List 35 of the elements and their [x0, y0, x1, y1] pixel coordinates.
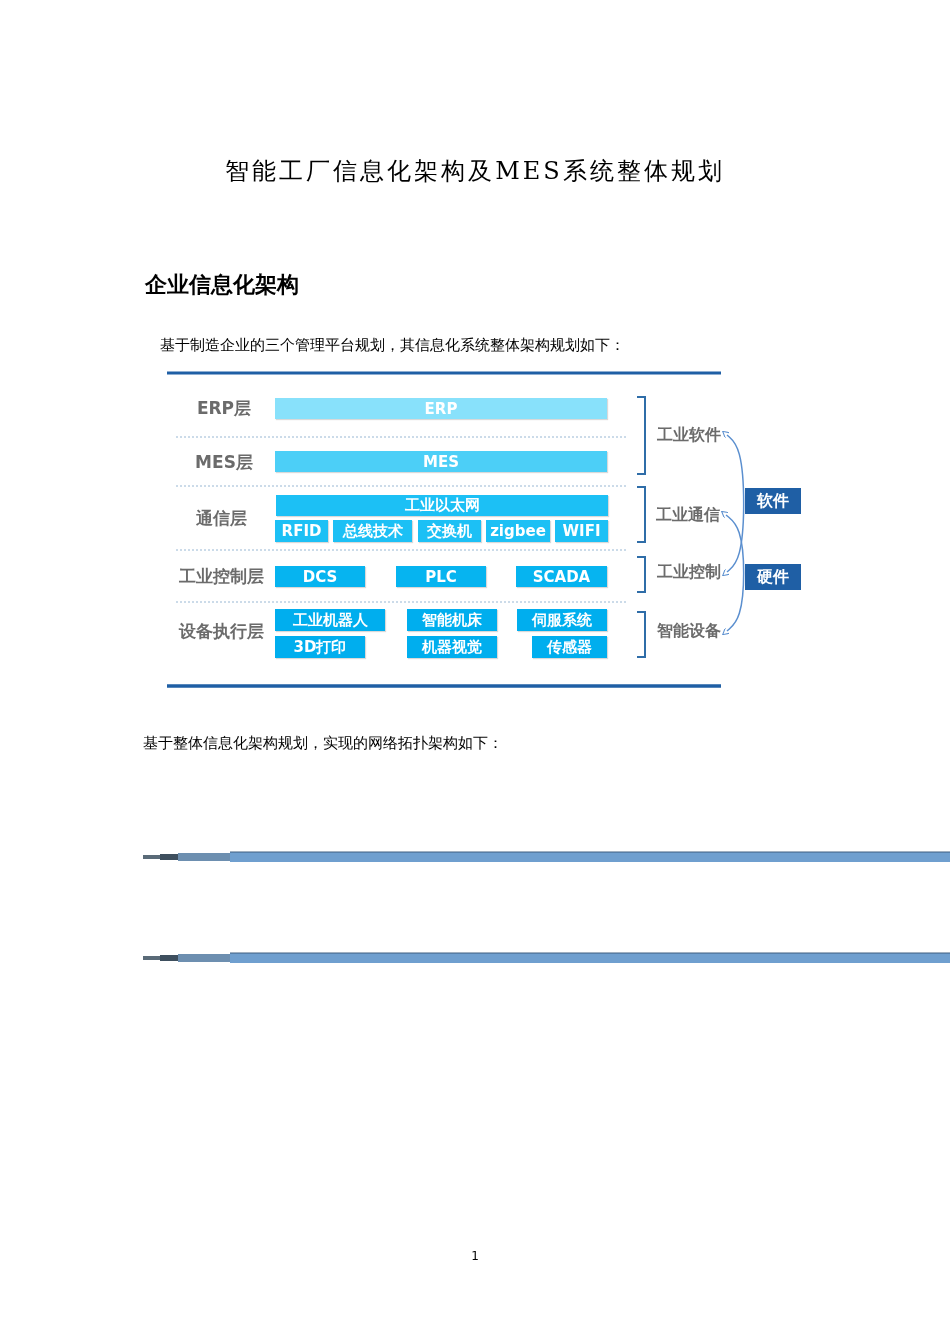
group-label: 工业通信: [656, 504, 720, 526]
layer-label: 设备执行层: [178, 619, 264, 643]
curved-arrow: [722, 430, 745, 577]
module-box: RFID: [275, 520, 328, 542]
group-label: 智能设备: [657, 620, 721, 642]
module-box: 工业以太网: [276, 495, 608, 516]
page-number: 1: [471, 1249, 479, 1263]
page-title: 智能工厂信息化架构及MES系统整体规划: [225, 157, 725, 185]
module-box: WIFI: [555, 520, 608, 542]
module-box: PLC: [396, 566, 486, 587]
module-box: 伺服系统: [517, 609, 607, 631]
intro-text: 基于制造企业的三个管理平台规划，其信息化系统整体架构规划如下：: [160, 336, 625, 355]
layer-label: MES层: [195, 450, 253, 474]
module-box: 工业机器人: [275, 609, 385, 631]
category-box: 软件: [745, 488, 801, 514]
module-box: ERP: [275, 398, 607, 419]
body-text: 基于整体信息化架构规划，实现的网络拓扑架构如下：: [143, 734, 503, 753]
module-box: DCS: [275, 566, 365, 587]
module-box: SCADA: [516, 566, 607, 587]
module-box: 总线技术: [333, 520, 412, 542]
category-box: 硬件: [745, 564, 801, 590]
module-box: 3D打印: [275, 636, 365, 658]
group-label: 工业软件: [657, 424, 721, 446]
layer-label: ERP层: [196, 396, 252, 420]
module-box: 智能机床: [407, 609, 497, 631]
module-box: zigbee: [486, 520, 550, 542]
layer-label: 通信层: [195, 506, 247, 530]
module-box: MES: [275, 451, 607, 472]
layer-label: 工业控制层: [178, 564, 264, 588]
module-box: 传感器: [532, 636, 607, 658]
curved-arrow: [721, 511, 745, 636]
section-heading: 企业信息化架构: [145, 271, 299, 299]
group-label: 工业控制: [657, 561, 721, 583]
module-box: 机器视觉: [407, 636, 497, 658]
module-box: 交换机: [418, 520, 481, 542]
